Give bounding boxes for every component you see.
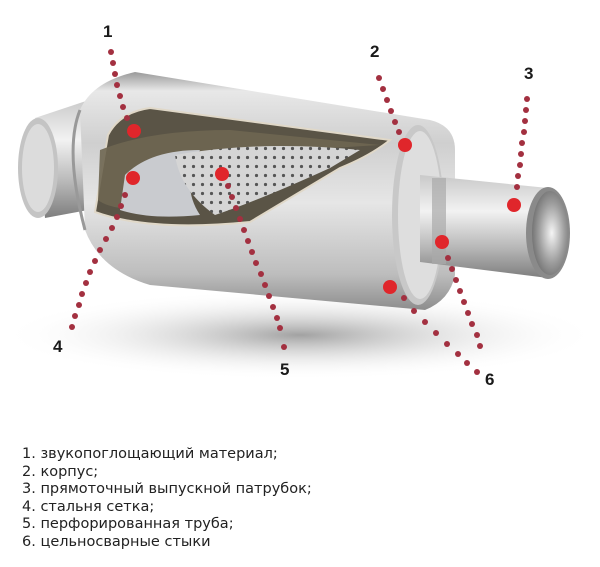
- legend-item: 3. прямоточный выпускной патрубок;: [22, 481, 312, 498]
- marker-3: [507, 198, 521, 212]
- legend-item: 6. цельносварные стыки: [22, 533, 211, 550]
- callout-number-1: 1: [103, 22, 113, 41]
- marker-4: [126, 171, 140, 185]
- marker-2: [398, 138, 412, 152]
- legend-list: 1. звукопоглощающий материал; 2. корпус;…: [22, 446, 312, 552]
- callout-number-5: 5: [280, 360, 290, 379]
- callout-number-6: 6: [485, 370, 495, 389]
- legend-item: 4. стальня сетка;: [22, 498, 155, 515]
- leader-lines: [69, 49, 530, 375]
- muffler-diagram: 1 2 3 4 5 6: [0, 22, 600, 389]
- marker-5: [215, 167, 229, 181]
- legend-item: 1. звукопоглощающий материал;: [22, 446, 278, 462]
- marker-6b: [435, 235, 449, 249]
- marker-6a: [383, 280, 397, 294]
- muffler-illustration: [0, 49, 600, 380]
- legend-item: 2. корпус;: [22, 463, 99, 480]
- callout-number-4: 4: [53, 337, 63, 356]
- marker-1: [127, 124, 141, 138]
- marker-points: [126, 124, 521, 294]
- callout-number-2: 2: [370, 42, 380, 61]
- legend-item: 5. перфорированная труба;: [22, 516, 234, 533]
- callout-number-3: 3: [524, 64, 534, 83]
